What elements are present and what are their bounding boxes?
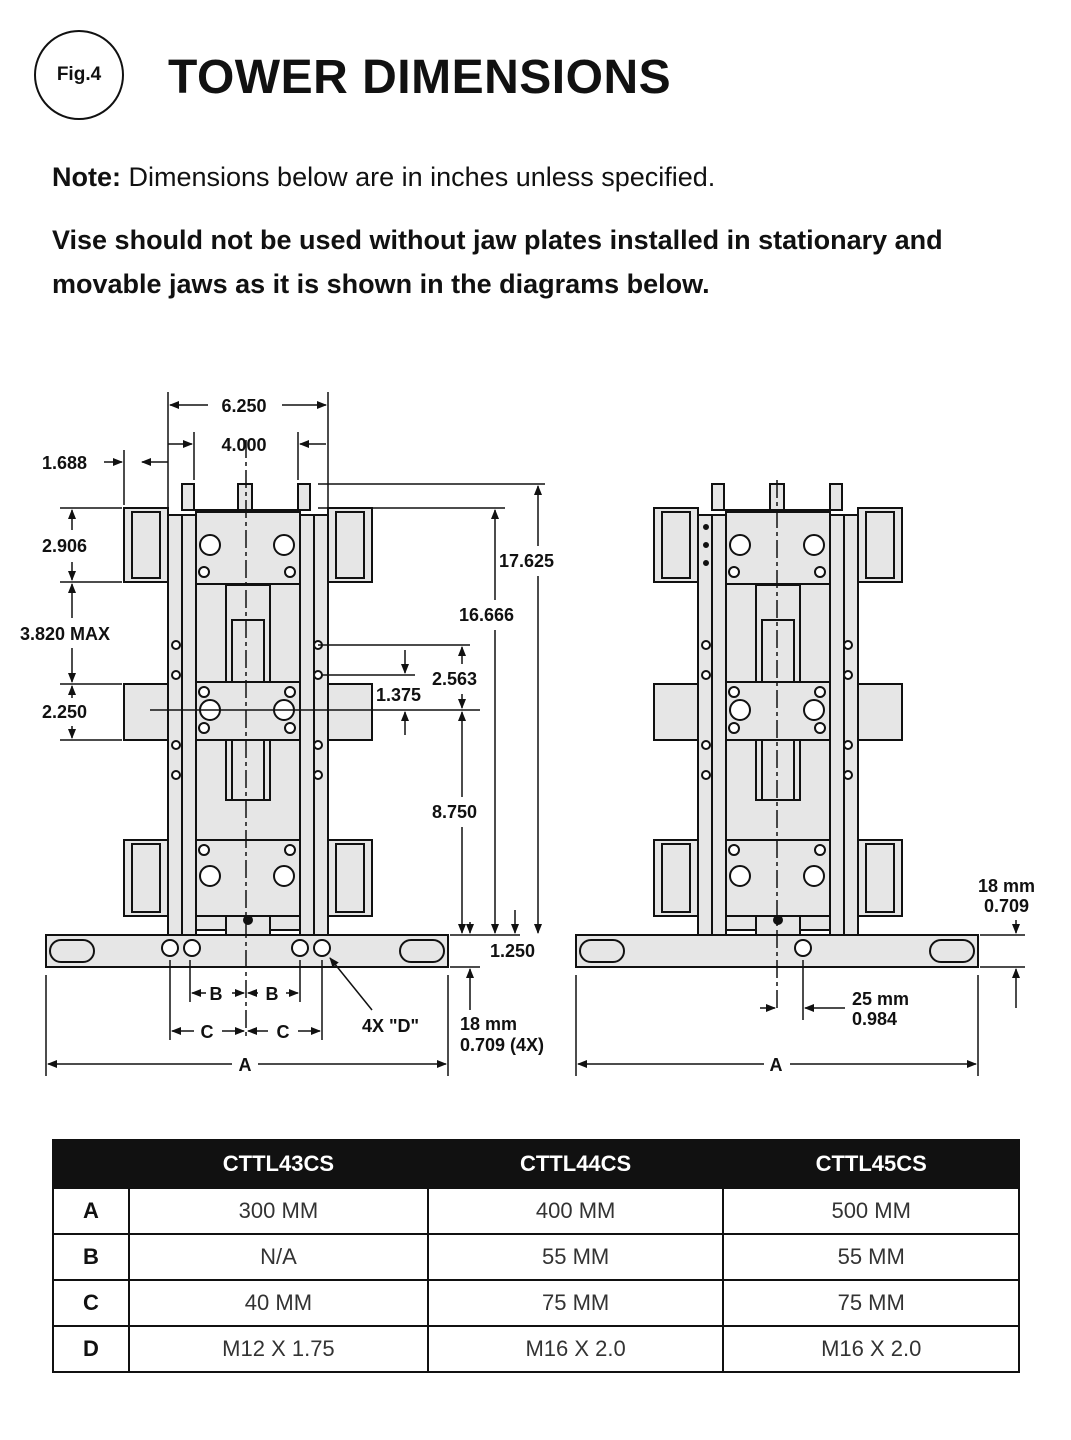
table-cell: M12 X 1.75 [128,1325,429,1373]
table-header-cttl45cs: CTTL45CS [722,1139,1020,1189]
note-text: Dimensions below are in inches unless sp… [121,162,716,192]
table-header-row: CTTL43CS CTTL44CS CTTL45CS [52,1139,1020,1189]
dim-25mm: 25 mm [852,989,909,1009]
table-cell: D [52,1325,130,1373]
dim-1375: 1.375 [376,685,421,705]
dim-18mm-right: 18 mm [978,876,1035,896]
note-label: Note: [52,162,121,192]
note: Note: Dimensions below are in inches unl… [52,162,715,193]
dim-1688: 1.688 [42,453,87,473]
table-cell: N/A [128,1233,429,1281]
dim-6250: 6.250 [221,396,266,416]
table-cell: 300 MM [128,1187,429,1235]
left-tower-drawing [45,483,449,968]
dim-0709-4x: 0.709 (4X) [460,1035,544,1055]
table-cell: B [52,1233,130,1281]
dim-2250: 2.250 [42,702,87,722]
label-a-right: A [770,1055,783,1075]
table-cell: 55 MM [426,1233,725,1281]
label-d: 4X "D" [362,1016,419,1036]
label-a-left: A [239,1055,252,1075]
label-c-left: C [201,1022,214,1042]
table-cell: 400 MM [426,1187,725,1235]
table-cell: 40 MM [128,1279,429,1327]
label-c-right: C [277,1022,290,1042]
left-dimension-labels: 6.250 4.000 1.688 2.906 3.820 MAX 2.250 … [20,396,554,1075]
left-tower-holes [161,534,331,957]
figure-label: Fig.4 [34,30,124,120]
right-dimensions [575,920,1025,1076]
table-row: B N/A 55 MM 55 MM [52,1233,1020,1281]
dim-4000: 4.000 [221,435,266,455]
right-tower-holes [701,524,853,957]
table-cell: 500 MM [722,1187,1020,1235]
right-tower-drawing [575,483,979,968]
right-dimension-labels: 18 mm 0.709 25 mm 0.984 A [770,876,1036,1075]
table-row: A 300 MM 400 MM 500 MM [52,1187,1020,1235]
dim-18mm-left: 18 mm [460,1014,517,1034]
label-b-right: B [266,984,279,1004]
table-cell: 75 MM [426,1279,725,1327]
dim-1250: 1.250 [490,941,535,961]
table-cell: A [52,1187,130,1235]
table-header-cttl44cs: CTTL44CS [426,1139,725,1189]
table-cell: M16 X 2.0 [426,1325,725,1373]
table-header-corner [52,1139,130,1189]
dim-3820-max: 3.820 MAX [20,624,110,644]
tower-dimension-diagrams: 6.250 4.000 1.688 2.906 3.820 MAX 2.250 … [20,392,1036,1076]
table-cell: M16 X 2.0 [722,1325,1020,1373]
dim-16666: 16.666 [459,605,514,625]
dim-2563: 2.563 [432,669,477,689]
left-dimensions [45,392,545,1076]
dim-8750: 8.750 [432,802,477,822]
table-row: D M12 X 1.75 M16 X 2.0 M16 X 2.0 [52,1325,1020,1373]
page-title: TOWER DIMENSIONS [168,51,672,104]
label-b-left: B [210,984,223,1004]
dim-0709-right: 0.709 [984,896,1029,916]
dimension-table: CTTL43CS CTTL44CS CTTL45CS A 300 MM 400 … [52,1139,1020,1373]
table-cell: C [52,1279,130,1327]
table-cell: 75 MM [722,1279,1020,1327]
table-header-cttl43cs: CTTL43CS [128,1139,429,1189]
dim-2906: 2.906 [42,536,87,556]
warning-text: Vise should not be used without jaw plat… [52,225,943,299]
table-row: C 40 MM 75 MM 75 MM [52,1279,1020,1327]
table-cell: 55 MM [722,1233,1020,1281]
dim-17625: 17.625 [499,551,554,571]
dim-0984: 0.984 [852,1009,897,1029]
